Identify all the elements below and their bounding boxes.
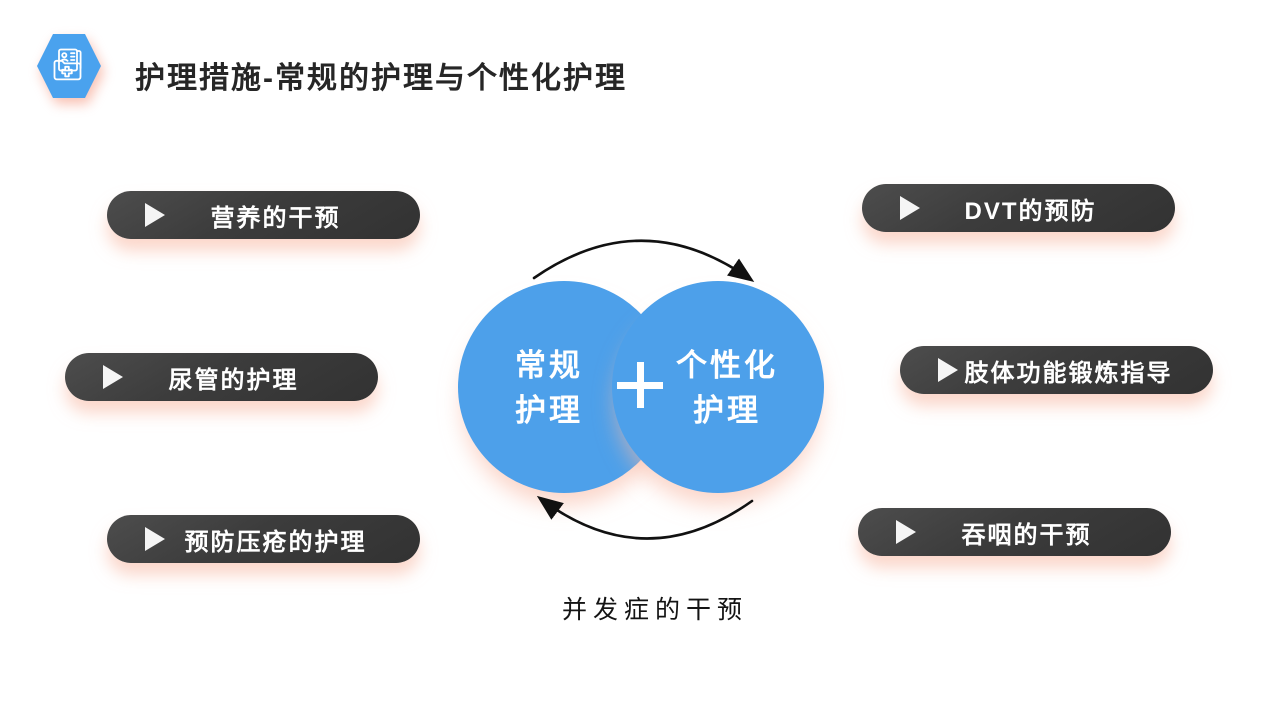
- pill-catheter-care: 尿管的护理: [65, 353, 378, 401]
- play-triangle-icon: [896, 520, 916, 544]
- pill-swallowing-intervention: 吞咽的干预: [858, 508, 1171, 556]
- routine-care-label: 常规 护理: [449, 343, 649, 433]
- pill-label: 肢体功能锻炼指导: [964, 359, 1173, 387]
- plus-icon: [617, 362, 663, 408]
- pill-dvt-prevention: DVT的预防: [862, 184, 1175, 232]
- routine-care-line2: 护理: [515, 393, 583, 428]
- pill-label: 尿管的护理: [168, 366, 299, 394]
- play-triangle-icon: [938, 358, 958, 382]
- personalized-care-line2: 护理: [693, 393, 761, 428]
- pill-limb-exercise-guidance: 肢体功能锻炼指导: [900, 346, 1213, 394]
- pill-pressure-sore-care: 预防压疮的护理: [107, 515, 420, 563]
- play-triangle-icon: [103, 365, 123, 389]
- pill-label: 吞咽的干预: [961, 521, 1092, 549]
- pill-label: 预防压疮的护理: [184, 528, 367, 556]
- personalized-care-line1: 个性化: [676, 348, 778, 383]
- hexagon-badge: [37, 34, 101, 98]
- pill-label: 营养的干预: [210, 204, 341, 232]
- play-triangle-icon: [145, 527, 165, 551]
- routine-care-line1: 常规: [515, 348, 583, 383]
- medical-records-icon: [37, 34, 101, 98]
- folder-with-cross-icon: [53, 48, 82, 81]
- play-triangle-icon: [145, 203, 165, 227]
- complications-caption: 并发症的干预: [561, 596, 748, 624]
- pill-nutrition-intervention: 营养的干预: [107, 191, 420, 239]
- pill-label: DVT的预防: [964, 197, 1097, 225]
- arrow-bottom-icon: [536, 495, 754, 540]
- arrow-top-icon: [532, 239, 755, 282]
- play-triangle-icon: [900, 196, 920, 220]
- personalized-care-label: 个性化 护理: [627, 343, 827, 433]
- page-title: 护理措施-常规的护理与个性化护理: [135, 62, 627, 95]
